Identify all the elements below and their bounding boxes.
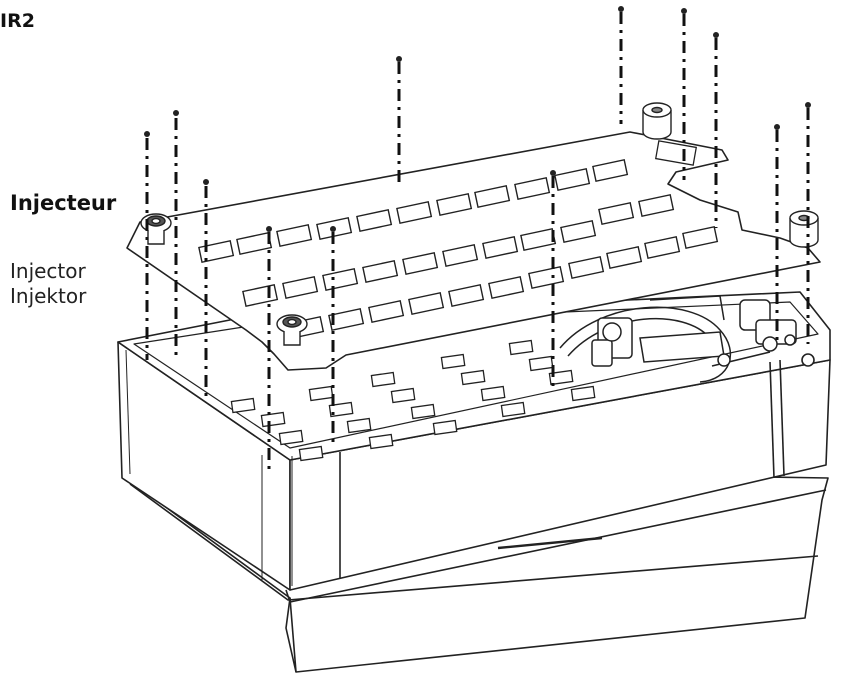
injector-label-de: Injektor [10,284,87,308]
injector-right [276,314,308,346]
injector-label-fr: Injecteur [10,191,117,215]
figure-label: IR2 [0,10,35,32]
inner-tray-slots [230,339,596,462]
spacer-foot-right [789,210,819,248]
screw-axes [145,12,810,472]
screw-heads [144,6,811,232]
spacer-foot-top [642,102,672,140]
injector-label-en: Injector [10,259,86,283]
